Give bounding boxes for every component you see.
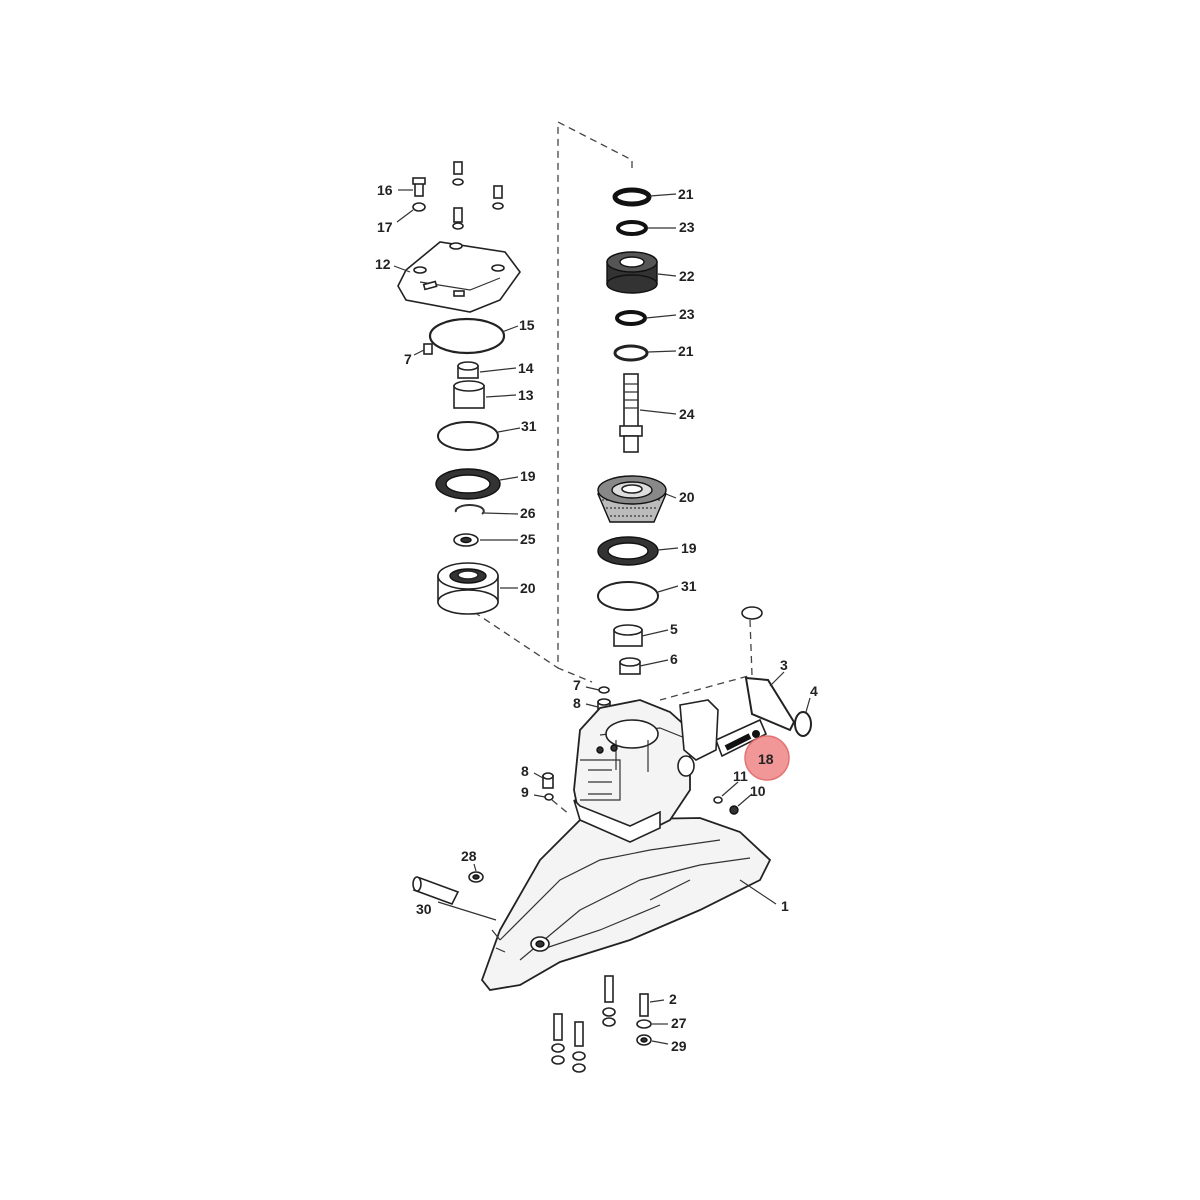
callout-20b: 20 [679, 489, 695, 505]
callout-31b: 31 [681, 578, 697, 594]
part-30-pin [412, 876, 460, 905]
part-bolt-right [492, 185, 504, 210]
part-1-gear-housing [480, 699, 772, 991]
callout-23a: 23 [679, 219, 695, 235]
callout-18: 18 [758, 751, 774, 767]
part-ring-small [741, 606, 763, 620]
part-26-snap-ring [454, 504, 485, 515]
part-24-shaft [619, 373, 643, 453]
callout-30: 30 [416, 901, 432, 917]
part-22-bearing [606, 251, 658, 294]
part-27-washer [636, 1019, 652, 1029]
callout-21a: 21 [678, 186, 694, 202]
part-21-washer-top [612, 187, 652, 207]
part-20-gear-left [437, 562, 499, 615]
callout-19b: 19 [681, 540, 697, 556]
part-16-bolt [412, 177, 426, 197]
part-19-thrust-bearing [435, 468, 501, 500]
callout-31a: 31 [521, 418, 537, 434]
callout-6: 6 [670, 651, 678, 667]
callout-27: 27 [671, 1015, 687, 1031]
callout-1: 1 [781, 898, 789, 914]
callout-7b: 7 [573, 677, 581, 693]
part-7-plug [423, 343, 433, 355]
part-7-small-washer [598, 686, 610, 694]
part-23-shim-lower [615, 310, 647, 326]
callout-25: 25 [520, 531, 536, 547]
part-15-o-ring [428, 317, 506, 355]
part-14-bushing [457, 361, 479, 379]
callout-labels: 1 2 3 4 5 6 7 7 8 8 9 10 11 12 13 14 15 … [375, 182, 818, 1054]
part-6-bushing [619, 657, 641, 675]
callout-28: 28 [461, 848, 477, 864]
part-stud-left-b [572, 1021, 586, 1073]
part-bolt-center [452, 207, 464, 230]
callout-16: 16 [377, 182, 393, 198]
callout-5: 5 [670, 621, 678, 637]
callout-13: 13 [518, 387, 534, 403]
callout-22: 22 [679, 268, 695, 284]
part-25-spacer [453, 533, 479, 547]
callout-23b: 23 [679, 306, 695, 322]
part-2-stud [639, 993, 649, 1017]
callout-24: 24 [679, 406, 695, 422]
part-29-nut [636, 1034, 652, 1046]
callout-4: 4 [810, 683, 818, 699]
part-31-shim [437, 421, 499, 451]
callout-2: 2 [669, 991, 677, 1007]
part-4-o-ring [794, 711, 812, 737]
callout-9: 9 [521, 784, 529, 800]
part-stud-center [602, 975, 616, 1027]
callout-20a: 20 [520, 580, 536, 596]
callout-19a: 19 [520, 468, 536, 484]
part-9-washer [544, 793, 554, 801]
part-5-bushing [613, 624, 643, 647]
callout-15: 15 [519, 317, 535, 333]
part-12-cover-plate [397, 241, 521, 313]
part-stud-left-a [551, 1013, 565, 1065]
callout-3: 3 [780, 657, 788, 673]
callout-12: 12 [375, 256, 391, 272]
callout-26: 26 [520, 505, 536, 521]
part-23-shim-top [616, 220, 648, 236]
part-31-shim-right [597, 581, 659, 611]
part-28-nut [468, 871, 484, 883]
callout-14: 14 [518, 360, 534, 376]
part-bolt-top [452, 161, 464, 186]
callout-8b: 8 [521, 763, 529, 779]
leader-lines [393, 189, 811, 1045]
part-8-dowel-lower [542, 772, 554, 789]
part-18-anode [714, 718, 768, 758]
callout-10: 10 [750, 783, 766, 799]
part-19-thrust-bearing-right [597, 536, 659, 566]
part-10-screw [729, 805, 739, 815]
callout-11: 11 [733, 768, 748, 784]
part-13-bushing [453, 380, 485, 409]
part-21-washer-lower [613, 344, 649, 362]
callout-8a: 8 [573, 695, 581, 711]
callout-21b: 21 [678, 343, 694, 359]
callout-7a: 7 [404, 351, 412, 367]
part-11-washer [713, 796, 723, 804]
part-20-gear-right [596, 475, 668, 523]
callout-17: 17 [377, 219, 393, 235]
part-3-gasket [744, 676, 796, 732]
part-17-washer [412, 202, 426, 212]
highlight-circle-18[interactable] [744, 735, 790, 781]
callout-29: 29 [671, 1038, 687, 1054]
